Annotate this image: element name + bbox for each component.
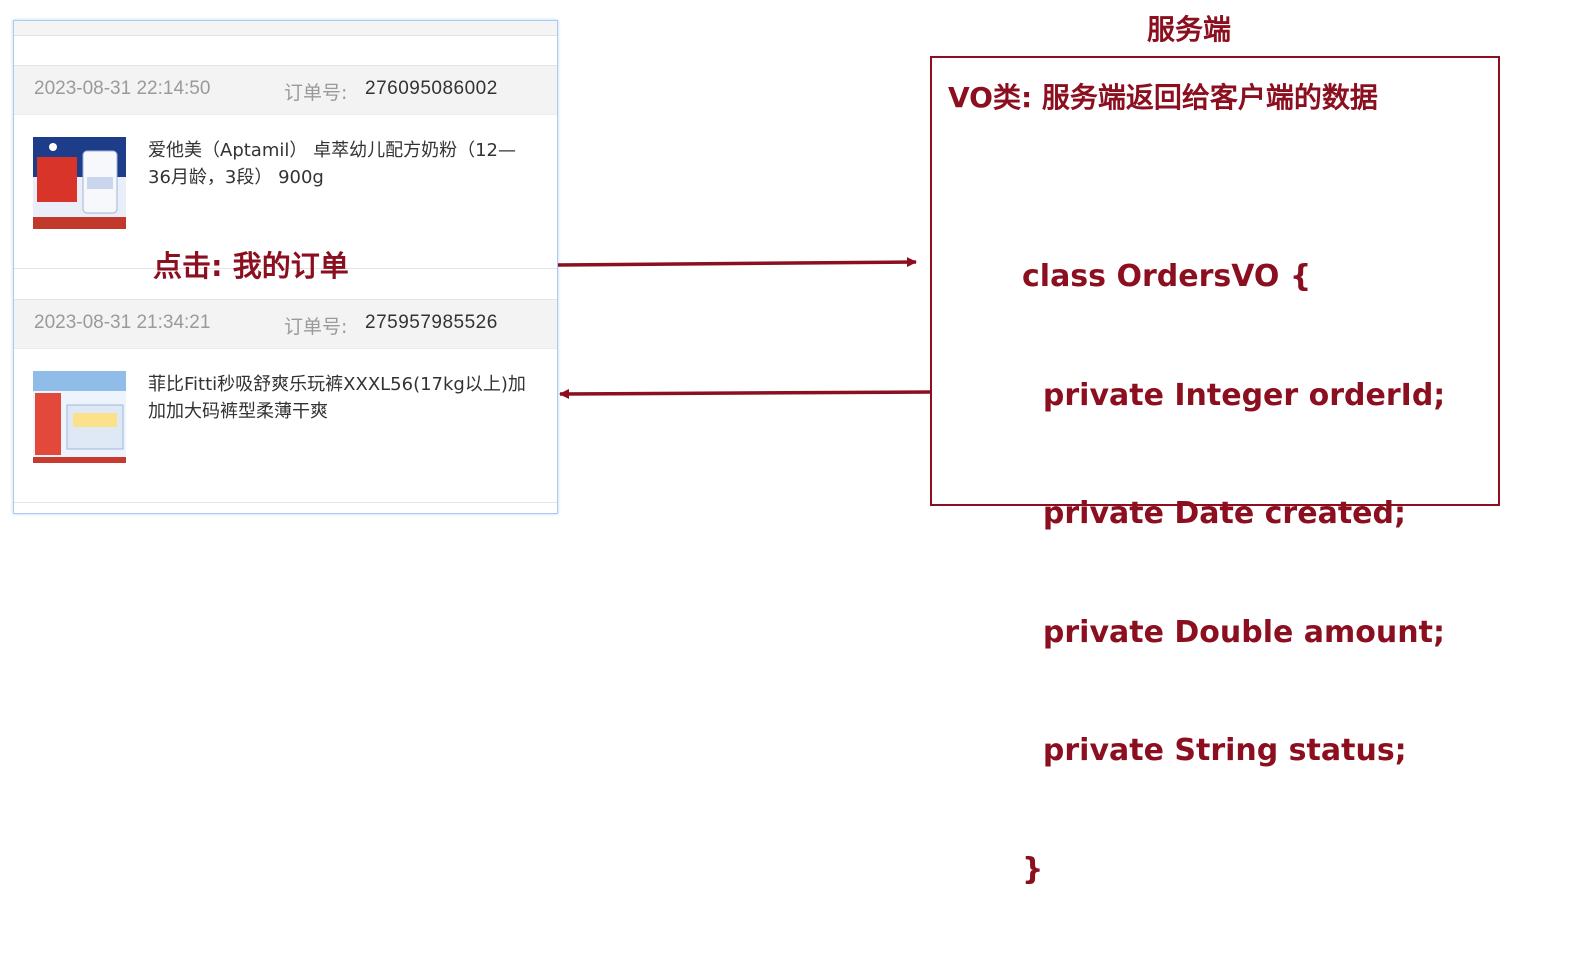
divider [14, 502, 557, 503]
order-number-label: 订单号: [284, 316, 348, 338]
orders-panel: 2023-08-31 22:14:50 订单号: 276095086002 爱他… [13, 20, 558, 514]
product-thumbnail-fitti[interactable] [33, 371, 126, 463]
product-name[interactable]: 爱他美（Aptamil） 卓萃幼儿配方奶粉（12—36月龄，3段） 900g [148, 140, 516, 188]
order-number-label: 订单号: [284, 82, 348, 104]
order-date: 2023-08-31 21:34:21 [34, 312, 211, 333]
response-arrow [559, 388, 933, 399]
code-block: class OrdersVO { private Integer orderId… [1022, 178, 1445, 968]
order-number[interactable]: 276095086002 [365, 78, 498, 99]
code-line: } [1022, 851, 1044, 887]
code-line: private Double amount; [1022, 614, 1445, 650]
code-line: private Date created; [1022, 496, 1406, 531]
product-name[interactable]: 菲比Fitti秒吸舒爽乐玩裤XXXL56(17kg以上)加加加大码裤型柔薄干爽 [148, 374, 526, 422]
vo-title: VO类: 服务端返回给客户端的数据 [948, 81, 1378, 114]
product-thumbnail-aptamil[interactable] [33, 137, 126, 229]
flow-arrows [557, 257, 933, 399]
code-line: class OrdersVO { [1022, 259, 1312, 294]
code-line: private String status; [1022, 733, 1407, 768]
order-header: 2023-08-31 22:14:50 订单号: 276095086002 [14, 65, 557, 115]
click-label: 点击: 我的订单 [153, 249, 349, 283]
server-title: 服务端 [1147, 13, 1232, 46]
top-strip [14, 21, 557, 36]
divider [14, 268, 557, 269]
order-date: 2023-08-31 22:14:50 [34, 78, 211, 99]
vo-box: VO类: 服务端返回给客户端的数据 class OrdersVO { priva… [930, 56, 1500, 887]
request-arrow [557, 257, 917, 268]
order-header: 2023-08-31 21:34:21 订单号: 275957985526 [14, 299, 557, 349]
order-number[interactable]: 275957985526 [365, 312, 498, 333]
code-line: private Integer orderId; [1022, 377, 1446, 413]
